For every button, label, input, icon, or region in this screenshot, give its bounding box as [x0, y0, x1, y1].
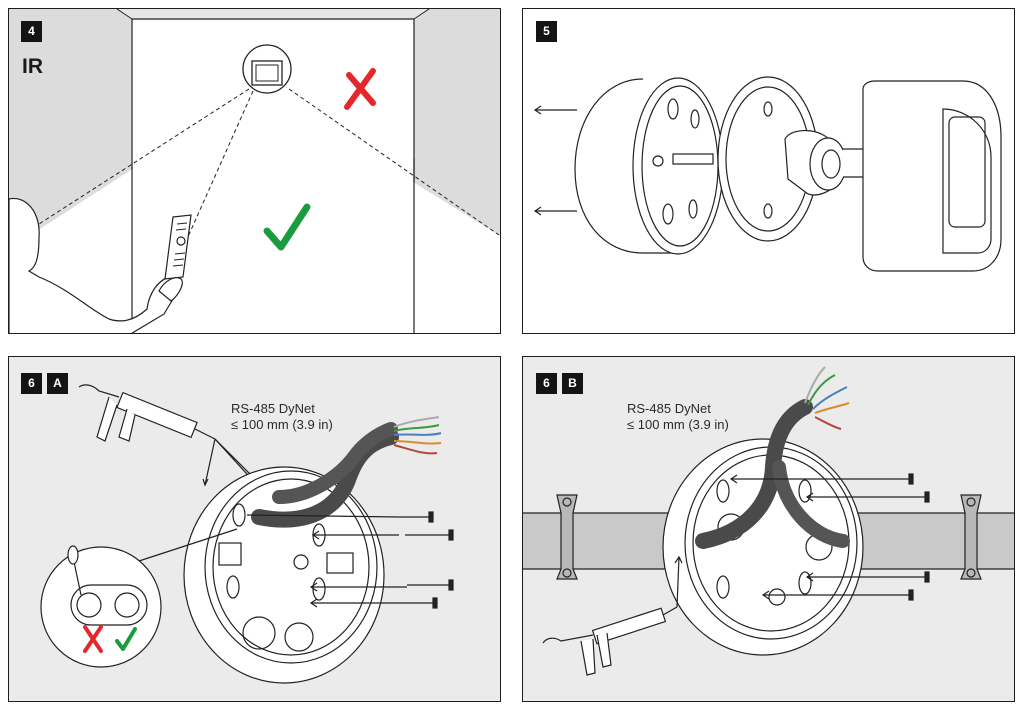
back-box-open	[183, 466, 385, 684]
screw-icon	[399, 511, 454, 609]
pipe-clamp	[960, 494, 982, 580]
back-box-open	[662, 438, 864, 656]
pipe-clamp	[556, 494, 578, 580]
sub-step-badge: A	[47, 373, 68, 394]
cable-spec-label: RS-485 DyNet	[231, 401, 315, 416]
ceiling-edge	[117, 9, 429, 19]
wire-bundle	[804, 366, 850, 430]
cross-icon	[83, 625, 103, 653]
step-badge: 6	[536, 373, 557, 394]
length-spec-label: ≤ 100 mm (3.9 in)	[627, 417, 729, 432]
cable	[272, 422, 398, 504]
cross-icon	[344, 68, 376, 110]
back-box	[574, 77, 724, 255]
swivel-joint	[784, 129, 866, 196]
length-spec-label: ≤ 100 mm (3.9 in)	[231, 417, 333, 432]
sealant-gun-icon	[542, 606, 678, 676]
step-6b-panel: 6 B RS-485 DyNet ≤ 100 mm (3.9 in)	[522, 356, 1015, 702]
step-5-panel: 5	[522, 8, 1015, 334]
step-5-illustration	[533, 76, 1002, 272]
step-badge: 5	[536, 21, 557, 42]
remote-control-icon	[164, 214, 192, 280]
step-4-panel: 4 IR	[8, 8, 501, 334]
sensor-head	[862, 80, 1002, 272]
step-6a-illustration	[40, 384, 454, 684]
ir-mode-label: IR	[22, 55, 43, 78]
step-badge: 6	[21, 373, 42, 394]
arrow-left-icon	[533, 206, 577, 216]
step-badge: 4	[21, 21, 42, 42]
screw-icon	[879, 473, 930, 601]
check-icon	[115, 627, 137, 651]
person-with-remote	[9, 197, 192, 333]
wire-bundle	[393, 416, 442, 455]
step-6b-illustration	[523, 366, 1014, 676]
arrow-left-icon	[533, 105, 577, 115]
step-4-illustration	[9, 9, 500, 333]
step-6a-panel: 6 A RS-485 DyNet ≤ 100 mm (3.9 in)	[8, 356, 501, 702]
ceiling-sensor	[242, 44, 292, 94]
sub-step-badge: B	[562, 373, 583, 394]
cable-spec-label: RS-485 DyNet	[627, 401, 711, 416]
check-icon	[263, 203, 311, 251]
sealant-gun-icon	[78, 384, 216, 442]
